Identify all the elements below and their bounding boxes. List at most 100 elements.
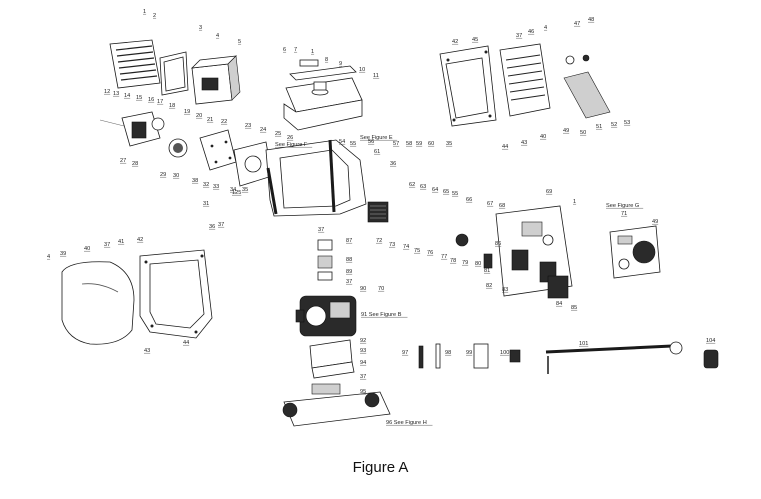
callout-3: 3 — [199, 25, 202, 31]
callout-14: 14 — [124, 93, 130, 99]
callout-57: 57 — [393, 141, 399, 147]
callout-60: 60 — [428, 141, 434, 147]
callout-13: 13 — [113, 91, 119, 97]
callout-10: 10 — [359, 67, 365, 73]
callout-66: 66 — [466, 197, 472, 203]
callout-44b: 44 — [183, 340, 189, 346]
callout-100: 100 — [500, 350, 509, 356]
callout-94: 94 — [360, 360, 366, 366]
callout-seeF: See Figure F — [275, 142, 308, 148]
callout-37b: 37 — [516, 33, 522, 39]
callout-76: 76 — [427, 250, 433, 256]
callout-31: 31 — [203, 201, 209, 207]
fuel-cap — [289, 59, 357, 81]
callout-78: 78 — [450, 258, 456, 264]
front-grille-panel — [109, 39, 161, 89]
callout-69: 69 — [546, 189, 552, 195]
callout-36: 36 — [209, 224, 215, 230]
callout-71: 71 — [621, 211, 627, 217]
callout-65: 65 — [443, 189, 449, 195]
callout-47: 47 — [574, 21, 580, 27]
callout-12: 12 — [104, 89, 110, 95]
callout-36b: 36 — [390, 161, 396, 167]
callout-4a: 4 — [216, 33, 219, 39]
engine-assembly — [295, 295, 357, 337]
callout-46: 46 — [528, 29, 534, 35]
callout-2: 2 — [153, 13, 156, 19]
callout-37e: 37 — [346, 279, 352, 285]
callout-37a: 37 — [218, 222, 224, 228]
callout-125: 125 — [232, 190, 241, 196]
callout-42a: 42 — [452, 39, 458, 45]
callout-93: 93 — [360, 348, 366, 354]
callout-51: 51 — [596, 124, 602, 130]
callout-56: 56 — [368, 139, 374, 145]
main-frame — [265, 139, 367, 217]
callout-38: 38 — [192, 178, 198, 184]
callout-26: 26 — [287, 135, 293, 141]
fuel-tank — [283, 77, 363, 131]
callout-33: 33 — [213, 184, 219, 190]
carburetor-assembly — [99, 111, 165, 147]
engine-mounts — [317, 239, 333, 281]
callout-9: 9 — [339, 61, 342, 67]
callout-16: 16 — [148, 97, 154, 103]
callout-4b: 4 — [544, 25, 547, 31]
front-control-panel — [495, 205, 573, 297]
callout-63: 63 — [420, 184, 426, 190]
callout-45: 45 — [472, 37, 478, 43]
callout-44a: 44 — [502, 144, 508, 150]
callout-42b: 42 — [137, 237, 143, 243]
callout-18: 18 — [169, 103, 175, 109]
callout-104: 104 — [706, 338, 715, 344]
louvered-cover — [499, 43, 551, 117]
base-tray — [309, 339, 355, 379]
vent-grille — [547, 275, 569, 299]
muffler-small-parts — [563, 54, 611, 119]
callout-37c: 37 — [104, 242, 110, 248]
callout-43a: 43 — [521, 140, 527, 146]
callout-41: 41 — [118, 239, 124, 245]
callout-101: 101 — [579, 341, 588, 347]
callout-50: 50 — [580, 130, 586, 136]
callout-35b: 35 — [446, 141, 452, 147]
callout-82: 82 — [486, 283, 492, 289]
callout-87: 87 — [346, 238, 352, 244]
left-side-cover — [61, 261, 135, 345]
callout-59: 59 — [416, 141, 422, 147]
callout-54: 54 — [339, 139, 345, 145]
callout-77: 77 — [441, 254, 447, 260]
callout-70: 70 — [378, 286, 384, 292]
callout-seeE: See Figure E — [360, 135, 393, 141]
callout-39: 39 — [60, 251, 66, 257]
callout-80: 80 — [475, 261, 481, 267]
callout-1c: 1 — [573, 199, 576, 205]
callout-17: 17 — [157, 99, 163, 105]
inverter-module — [367, 201, 493, 269]
callout-28: 28 — [132, 161, 138, 167]
callout-61: 61 — [374, 149, 380, 155]
callout-98: 98 — [445, 350, 451, 356]
callout-91: 91 See Figure B — [361, 312, 402, 318]
callout-58: 58 — [406, 141, 412, 147]
callout-86: 86 — [495, 241, 501, 247]
callout-68: 68 — [499, 203, 505, 209]
callout-89: 89 — [346, 269, 352, 275]
callout-23: 23 — [245, 123, 251, 129]
callout-29: 29 — [160, 172, 166, 178]
outlet-panel — [609, 225, 661, 279]
callout-15: 15 — [136, 95, 142, 101]
callout-72: 72 — [376, 238, 382, 244]
callout-55b: 55 — [452, 191, 458, 197]
rear-panel-right — [439, 45, 497, 127]
callout-53: 53 — [624, 120, 630, 126]
callout-37f: 37 — [360, 374, 366, 380]
callout-99: 99 — [466, 350, 472, 356]
callout-22: 22 — [221, 119, 227, 125]
callout-84: 84 — [556, 301, 562, 307]
callout-6: 6 — [283, 47, 286, 53]
heat-shield-plate — [199, 129, 237, 171]
callout-73: 73 — [389, 242, 395, 248]
callout-4c: 4 — [47, 254, 50, 260]
mounting-bracket — [233, 141, 273, 187]
